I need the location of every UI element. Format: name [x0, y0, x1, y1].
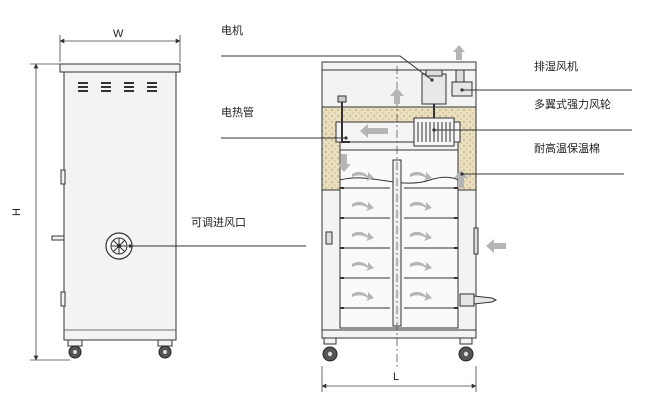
shelves: [344, 187, 454, 309]
side-body: [63, 71, 177, 341]
height-label: H: [11, 208, 23, 216]
section-top-plate: [321, 61, 477, 71]
door-latch-icon: [459, 293, 498, 307]
heater-tube: [341, 98, 350, 143]
side-vents: [78, 82, 157, 92]
callouts: 电机 排湿风机 电热管 多翼式强力风轮 耐高温保温棉: [221, 23, 632, 176]
side-top-cap: [59, 63, 181, 73]
side-casters: [67, 339, 173, 359]
section-casters: [322, 337, 474, 362]
blower-wheel-label: 多翼式强力风轮: [534, 97, 611, 111]
section-view: L: [321, 45, 506, 392]
air-inlet-icon: [105, 232, 133, 260]
insulation-label: 耐高温保温棉: [534, 141, 600, 155]
width-label: W: [113, 28, 124, 40]
exhaust-fan-label: 排湿风机: [534, 59, 578, 73]
length-label: L: [393, 371, 399, 383]
control-switch: [325, 231, 333, 245]
air-inlet-label: 可调进风口: [191, 216, 246, 229]
motor-label: 电机: [221, 23, 243, 37]
motor-icon: [421, 69, 447, 118]
side-view: W H: [11, 28, 306, 361]
heater-tube-label: 电热管: [221, 105, 254, 119]
blower-wheel-icon: [413, 117, 455, 147]
